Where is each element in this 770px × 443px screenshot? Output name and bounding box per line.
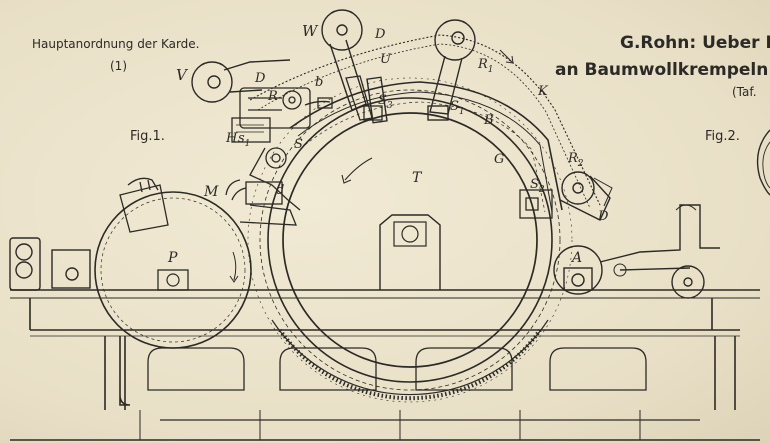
header-line-2: an Baumwollkrempeln mit	[555, 60, 770, 80]
support-S2	[519, 189, 553, 219]
lap-roller	[9, 237, 91, 291]
label-b: b	[315, 75, 323, 90]
fig2-partial	[756, 129, 770, 196]
label-H: H	[225, 131, 238, 146]
label-S1-right: S1	[450, 99, 465, 117]
label-R1: R1	[477, 57, 494, 75]
label-S3: S3	[378, 93, 393, 111]
label-D-left: D	[254, 71, 266, 86]
label-d: d	[276, 183, 284, 198]
figure-caption-title: Hauptanordnung der Karde.	[32, 37, 200, 51]
roller-R1	[427, 19, 476, 121]
flats-chain-K	[249, 34, 601, 213]
label-D-top: D	[374, 27, 386, 42]
roller-R2	[559, 171, 613, 221]
label-A: A	[570, 250, 582, 266]
label-U: U	[380, 52, 392, 67]
roller-V	[191, 59, 291, 103]
label-M: M	[203, 184, 219, 200]
label-R: R	[267, 89, 278, 104]
label-R2: R2	[567, 151, 584, 169]
figure-caption-number: (1)	[110, 59, 127, 73]
fig1-label: Fig.1.	[130, 129, 165, 144]
coiler-drive	[599, 204, 720, 299]
label-D-right: D	[597, 209, 609, 224]
label-P: P	[167, 250, 178, 266]
roller-W	[321, 9, 388, 124]
label-B: B	[483, 113, 494, 128]
feed-bracket	[119, 177, 169, 233]
label-V: V	[176, 66, 189, 84]
header-line-1: G.Rohn: Ueber Ein	[620, 33, 770, 53]
label-T: T	[412, 170, 423, 186]
label-s1: s1	[238, 131, 250, 149]
support-S3	[345, 75, 383, 121]
plate-number: (Taf.	[732, 85, 757, 99]
doffer-bracket	[225, 179, 297, 226]
cylinder-P	[94, 191, 252, 349]
stripping-mechanism	[231, 87, 333, 211]
label-S-mid: S	[294, 137, 303, 152]
main-cylinder-T	[247, 77, 573, 403]
pulley-A	[553, 245, 603, 295]
label-K: K	[537, 84, 549, 99]
label-G: G	[494, 152, 504, 167]
fig2-label: Fig.2.	[705, 129, 740, 144]
label-W: W	[302, 22, 319, 40]
label-S2: S2	[530, 177, 545, 195]
